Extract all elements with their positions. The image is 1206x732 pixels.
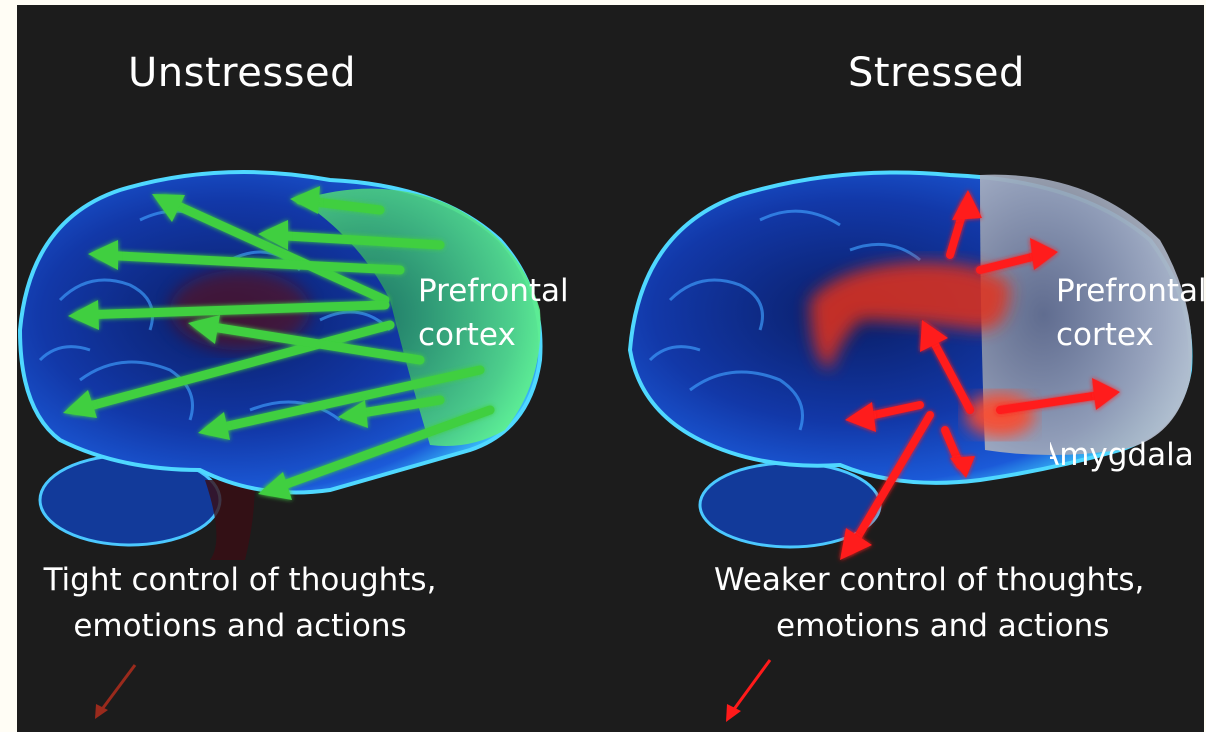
unstressed-caption-clip: Tight control of thoughts, emotions and … [17,560,487,650]
amygdala-label: Amygdala [1050,436,1194,474]
stressed-caption-line2: emotions and actions [776,606,1176,646]
unstressed-caption-line2: emotions and actions [17,606,475,646]
prefrontal-label-line1-stressed: Prefrontal [1056,272,1204,310]
prefrontal-label-line2-stressed: cortex [1056,316,1154,354]
stressed-label-clip: Prefrontal cortex Amygdala [1050,260,1204,520]
unstressed-caption-line1: Tight control of thoughts, [17,560,475,600]
prefrontal-label-line1-unstressed: Prefrontal [418,272,569,310]
unstressed-title: Unstressed [128,50,356,96]
stressed-caption-clip: Weaker control of thoughts, emotions and… [700,560,1204,650]
stressed-caption-line1: Weaker control of thoughts, [714,560,1204,600]
prefrontal-label-line2-unstressed: cortex [418,316,516,354]
stressed-title: Stressed [848,50,1025,96]
